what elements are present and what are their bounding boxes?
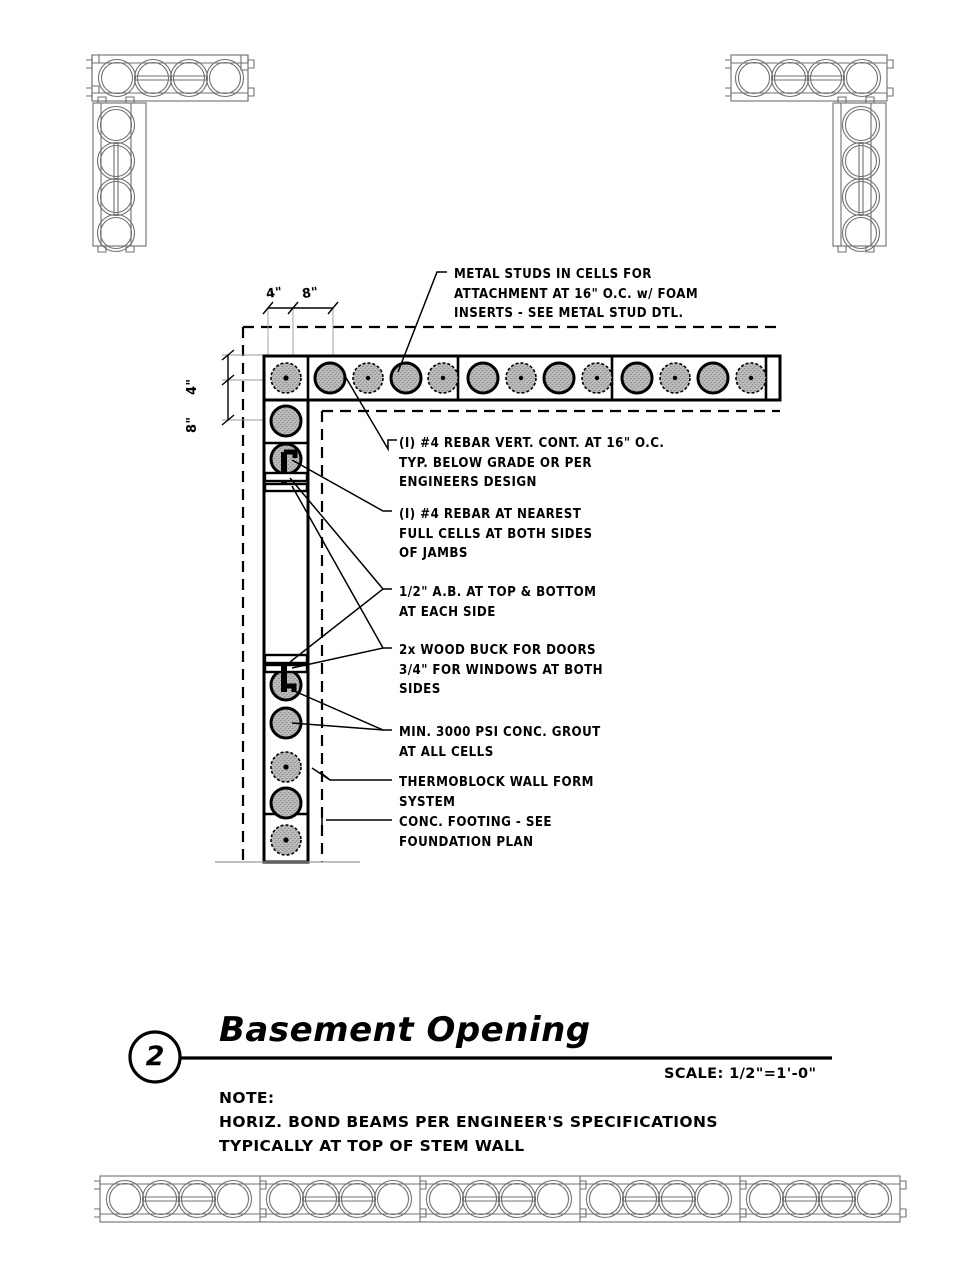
note-body: HORIZ. BOND BEAMS PER ENGINEER'S SPECIFI… xyxy=(219,1113,718,1155)
callout-grout: MIN. 3000 PSI CONC. GROUT AT ALL CELLS xyxy=(399,725,601,760)
dimension-left-8in: 8" xyxy=(185,416,200,433)
dimension-top-8in: 8" xyxy=(301,284,320,303)
rebar-bar-bottom xyxy=(281,664,297,692)
vertical-wall-cells xyxy=(269,404,303,856)
callout-rebar-vert: (I) #4 REBAR VERT. CONT. AT 16" O.C. TYP… xyxy=(399,436,665,490)
horizontal-wall-cells xyxy=(270,361,767,395)
dimension-top-4in: 4" xyxy=(265,284,284,303)
callout-anchor-bolt: 1/2" A.B. AT TOP & BOTTOM AT EACH SIDE xyxy=(399,585,597,620)
callout-wall-form: THERMOBLOCK WALL FORM SYSTEM xyxy=(399,775,594,810)
note-label: NOTE: xyxy=(219,1089,275,1107)
dimension-lines xyxy=(221,301,339,426)
callout-leader-lines xyxy=(289,271,447,828)
top-right-corner-block xyxy=(725,54,894,253)
wood-buck-top xyxy=(263,471,309,493)
callout-footing: CONC. FOOTING - SEE FOUNDATION PLAN xyxy=(399,815,552,850)
top-left-corner-block xyxy=(86,54,255,253)
detail-title: Basement Opening xyxy=(219,1010,591,1050)
vertical-wall-section xyxy=(262,398,310,864)
callout-rebar-jamb: (I) #4 REBAR AT NEAREST FULL CELLS AT BO… xyxy=(399,507,593,561)
callout-wood-buck: 2x WOOD BUCK FOR DOORS 3/4" FOR WINDOWS … xyxy=(399,643,604,697)
detail-title-bar xyxy=(128,1030,832,1084)
bottom-block-strip xyxy=(94,1175,907,1223)
horizontal-wall-section xyxy=(262,354,782,402)
detail-scale: SCALE: 1/2"=1'-0" xyxy=(664,1066,817,1082)
dimension-left-4in: 4" xyxy=(185,378,200,395)
callout-metal-studs: METAL STUDS IN CELLS FOR ATTACHMENT AT 1… xyxy=(454,267,699,321)
detail-bubble-number: 2 xyxy=(145,1041,165,1072)
